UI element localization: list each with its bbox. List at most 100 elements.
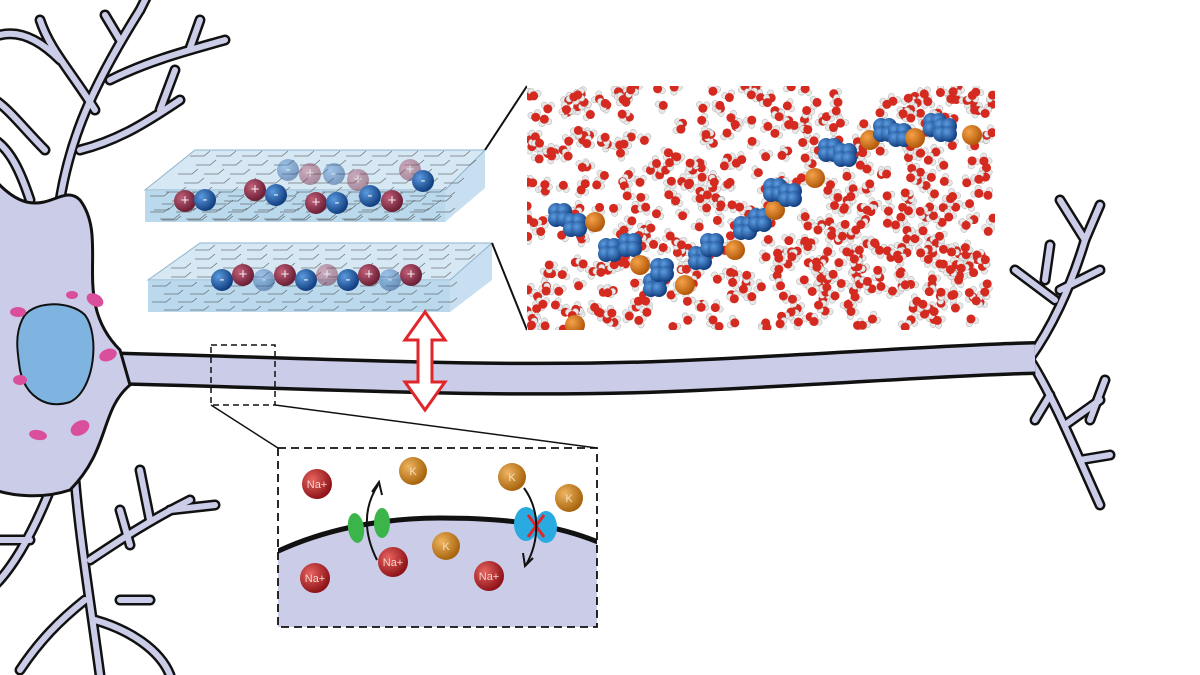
svg-text:-: - xyxy=(346,271,351,288)
water-molecule xyxy=(801,105,815,119)
water-molecule xyxy=(965,314,980,328)
water-molecule xyxy=(609,203,622,217)
water-molecule xyxy=(859,276,872,290)
dendrite-branch xyxy=(1057,197,1088,243)
water-molecule xyxy=(787,294,801,308)
cation-atom xyxy=(765,200,785,220)
water-molecule xyxy=(657,242,671,256)
anion-cluster xyxy=(933,118,957,142)
water-molecule xyxy=(814,299,827,314)
water-molecule xyxy=(603,284,617,298)
zoom-region-box xyxy=(210,344,276,406)
water-molecule xyxy=(596,132,611,146)
ion-label: Na+ xyxy=(307,479,328,491)
water-molecule xyxy=(630,296,643,310)
water-molecule xyxy=(782,98,795,113)
water-molecule xyxy=(770,125,783,139)
water-molecule xyxy=(542,143,556,156)
water-molecule xyxy=(977,255,990,268)
water-molecule xyxy=(639,304,653,317)
dendrite-branch xyxy=(0,487,53,585)
dendrite-branch xyxy=(0,140,33,203)
water-molecule xyxy=(592,176,605,190)
water-molecule xyxy=(615,148,629,162)
water-molecule xyxy=(971,86,985,97)
water-molecule xyxy=(903,204,916,219)
water-molecule xyxy=(809,313,823,327)
svg-text:+: + xyxy=(388,192,397,209)
water-molecule xyxy=(772,277,786,292)
water-molecule xyxy=(860,203,875,215)
anion-sphere: - xyxy=(211,269,233,291)
anion-cluster xyxy=(700,233,724,257)
water-molecule xyxy=(721,89,735,103)
water-molecule xyxy=(664,186,678,200)
dendrite-branch xyxy=(1027,237,1088,361)
water-molecule xyxy=(735,201,748,215)
water-molecule xyxy=(867,310,881,324)
water-molecule xyxy=(671,193,684,207)
sodium-ion: Na+ xyxy=(300,563,330,593)
water-molecule xyxy=(882,190,896,205)
water-molecule xyxy=(728,158,743,171)
water-molecule xyxy=(746,136,761,150)
water-molecule xyxy=(809,95,822,110)
cation-sphere: + xyxy=(174,190,196,212)
water-molecule xyxy=(849,254,863,268)
water-molecule xyxy=(847,225,862,238)
water-molecule xyxy=(873,265,887,279)
cell-membrane xyxy=(278,515,597,554)
water-molecule xyxy=(550,297,564,312)
svg-text:-: - xyxy=(203,191,208,208)
water-molecule xyxy=(719,157,733,171)
water-molecule xyxy=(922,284,937,297)
cation-sphere: + xyxy=(274,264,296,286)
svg-text:-: - xyxy=(335,194,340,211)
water-molecule xyxy=(829,94,843,108)
water-molecule xyxy=(643,220,656,234)
water-molecule xyxy=(897,319,912,330)
water-molecule xyxy=(535,297,550,309)
water-molecule xyxy=(916,299,931,312)
water-molecule xyxy=(710,299,724,313)
dendrite-branch xyxy=(89,614,176,675)
water-molecule xyxy=(932,315,946,329)
dendrite-branch xyxy=(92,617,173,675)
water-molecule xyxy=(857,320,871,330)
water-molecule xyxy=(758,249,771,264)
water-molecule xyxy=(541,282,555,296)
dendrite-branch xyxy=(37,17,98,113)
potassium-ion: K xyxy=(432,532,460,560)
dendrite-branch xyxy=(1082,202,1103,243)
water-molecule xyxy=(743,115,757,129)
dendrite-branch xyxy=(1087,377,1108,423)
water-molecule xyxy=(557,266,571,281)
water-molecule xyxy=(781,233,796,246)
water-molecule xyxy=(798,86,812,96)
water-molecule xyxy=(753,278,766,293)
water-molecule xyxy=(915,245,929,258)
dendrite-branch xyxy=(187,17,203,51)
dendrite-branch xyxy=(167,502,218,513)
svg-text:+: + xyxy=(181,192,190,209)
water-molecule xyxy=(636,192,650,206)
water-molecule xyxy=(527,210,533,224)
water-molecule xyxy=(923,169,937,182)
water-molecule xyxy=(986,213,995,225)
water-molecule xyxy=(706,174,719,188)
water-molecule xyxy=(906,160,920,173)
svg-text:+: + xyxy=(365,266,374,283)
water-molecule xyxy=(823,243,836,257)
anion-sphere: - xyxy=(277,159,299,181)
water-molecule xyxy=(805,284,820,296)
water-molecule xyxy=(575,160,590,172)
organelles xyxy=(10,291,117,441)
dendrites xyxy=(0,0,1116,675)
water-molecule xyxy=(662,228,675,242)
water-molecule xyxy=(728,275,740,290)
svg-text:-: - xyxy=(368,187,373,204)
water-molecule xyxy=(950,275,965,288)
water-molecule xyxy=(825,123,839,136)
